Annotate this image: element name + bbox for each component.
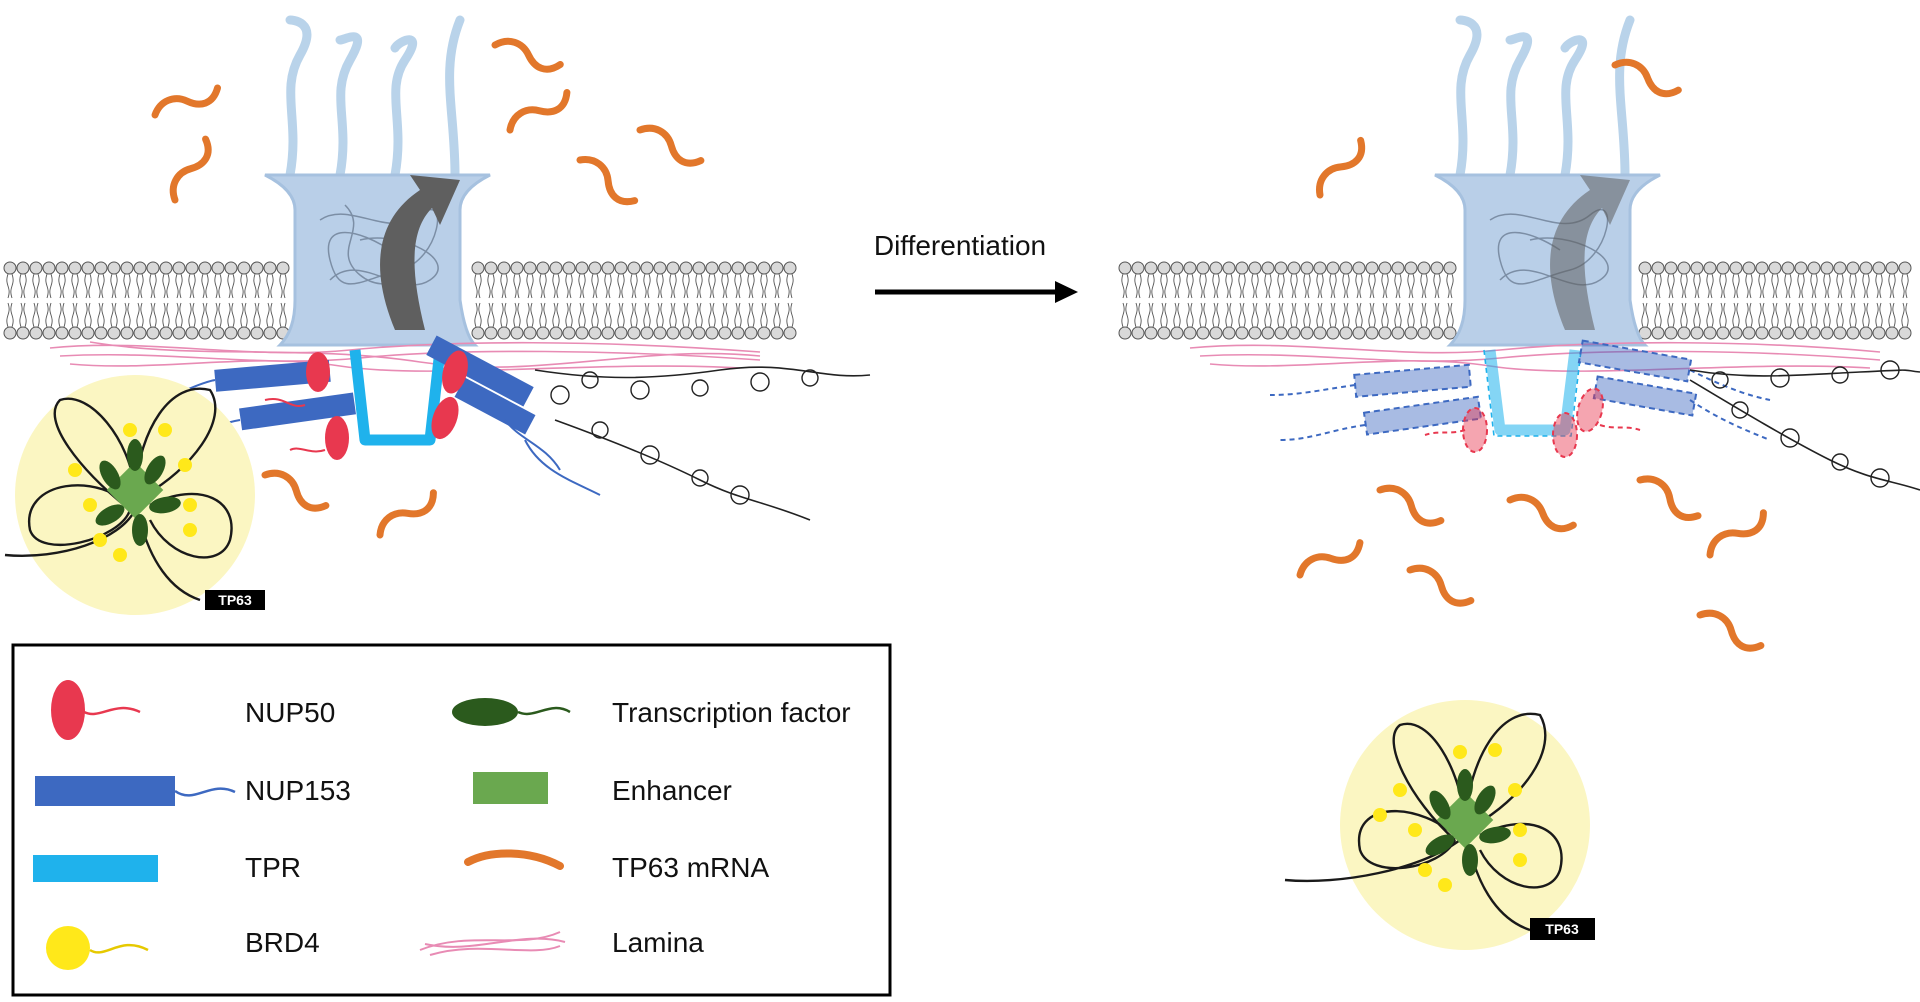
lamina-left [49,341,761,372]
legend-label-tpr: TPR [245,852,301,883]
transcription-factor-icon [452,698,518,726]
mrna-icon [464,849,564,870]
differentiation-arrow: Differentiation [874,230,1078,303]
enhancer-icon [473,772,548,804]
legend-item-nup50: NUP50 [51,680,335,740]
chromatin-fiber-right [1689,369,1920,491]
arrow-head-icon [1055,281,1078,303]
legend-item-transcription-factor: Transcription factor [452,697,851,728]
tpr-basket-right [1484,349,1581,436]
nup153-icon [35,776,175,806]
tp63-locus-label-left: TP63 [218,592,252,608]
tp63-locus-label-right: TP63 [1545,921,1579,937]
legend-item-tpr: TPR [33,852,301,883]
legend-item-tp63-mrna: TP63 mRNA [464,849,769,883]
nuclear-membrane-left [3,261,797,340]
right-panel: TP63 [1118,15,1920,950]
legend-frame [11,643,892,997]
tpr-basket-left [349,349,446,446]
legend-label-lamina: Lamina [612,927,704,958]
tpr-icon [33,855,158,882]
nup50-icon [51,680,85,740]
left-panel: TP63 [3,15,871,615]
cytoplasmic-filaments-left [285,15,465,180]
tp63-condensate-right: TP63 [1284,700,1595,950]
nuclear-pore-right [1434,173,1661,347]
nup50-right-detached [1462,387,1604,458]
lamina-icon [419,931,566,956]
lamina-right [1189,341,1881,372]
chromatin-fiber-left [534,366,871,521]
cytoplasmic-filaments-right [1455,15,1635,180]
nup153-right-detached [1353,339,1698,436]
legend-label-enhancer: Enhancer [612,775,732,806]
differentiation-label: Differentiation [874,230,1046,261]
tp63-condensate-left: TP63 [4,375,265,615]
legend-label-tp63-mrna: TP63 mRNA [612,852,769,883]
legend-label-nup153: NUP153 [245,775,351,806]
legend-item-lamina: Lamina [419,927,704,958]
legend: NUP50 Transcription factor NUP153 Enhanc… [11,643,892,997]
legend-item-brd4: BRD4 [46,926,320,970]
nuclear-membrane-right [1118,261,1912,340]
legend-item-enhancer: Enhancer [473,772,732,806]
export-arrow-icon [380,175,460,330]
nup50-left [264,350,468,460]
legend-label-transcription-factor: Transcription factor [612,697,851,728]
faded-export-arrow-icon [1550,175,1630,330]
legend-label-nup50: NUP50 [245,697,335,728]
brd4-icon [46,926,90,970]
nucleosome-cluster-right [1711,360,1900,488]
legend-item-nup153: NUP153 [35,775,351,806]
legend-label-brd4: BRD4 [245,927,320,958]
nuclear-pore-left [264,173,491,347]
nucleosome-cluster-left [550,369,819,505]
